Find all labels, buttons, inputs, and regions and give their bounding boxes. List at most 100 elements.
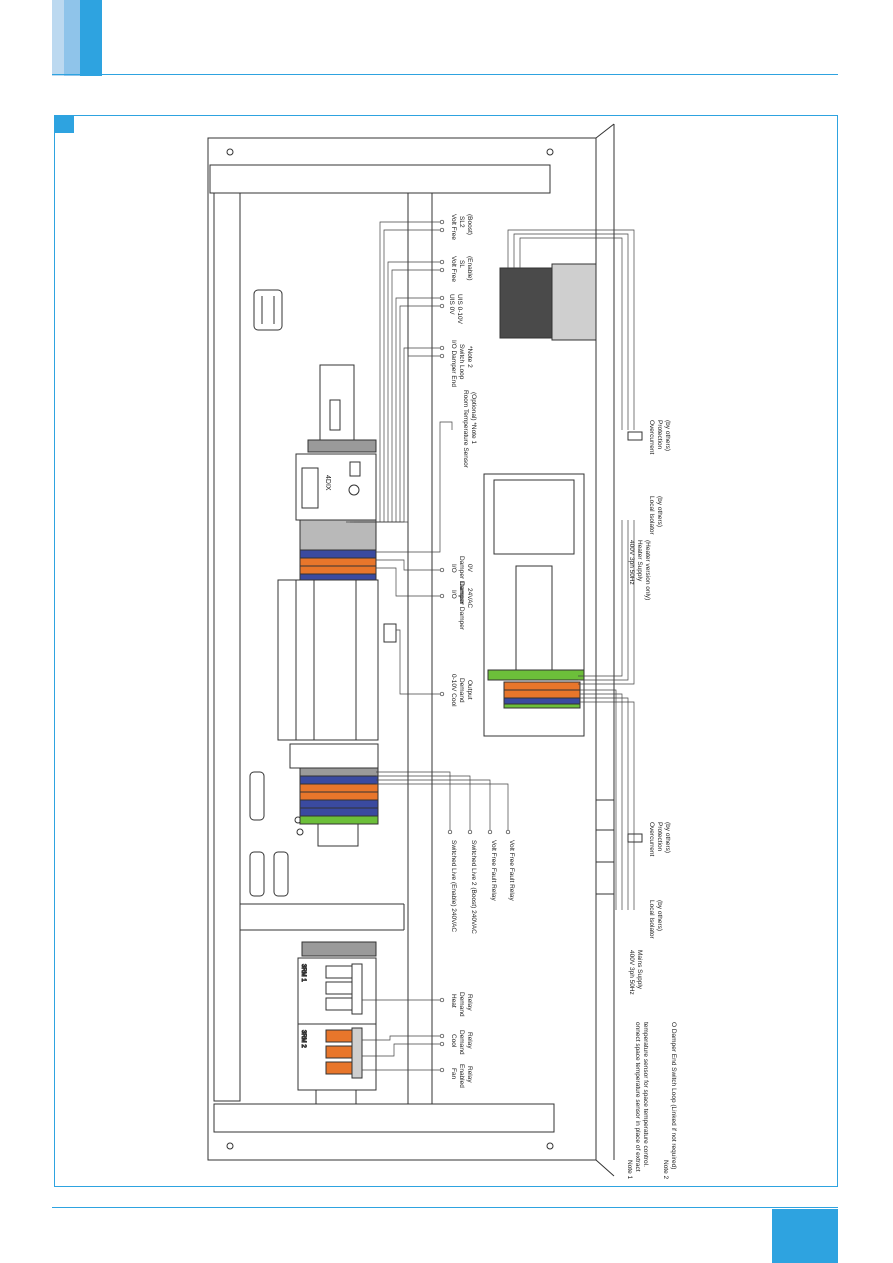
- label-room-temp-sensor: Room Temperature Sensor (Optional) *Note…: [462, 390, 477, 469]
- svg-text:0V: 0V: [466, 564, 473, 573]
- svg-text:Volt Free: Volt Free: [450, 214, 457, 240]
- svg-text:I/O Damper End: I/O Damper End: [450, 340, 457, 387]
- page-number-box: [772, 1209, 838, 1263]
- svg-text:O Damper End Switch Loop (Link: O Damper End Switch Loop (Linked if not …: [670, 1022, 677, 1169]
- label-main-overcurrent: Overcurrent Protection (by others): [648, 822, 671, 857]
- svg-text:Enabled: Enabled: [458, 1064, 465, 1088]
- wiring: [346, 221, 635, 1071]
- svg-text:I/O: I/O: [450, 564, 457, 573]
- svg-text:Damper Damper: Damper Damper: [458, 582, 465, 631]
- label-uis-0v: UIS 0V: [448, 294, 455, 315]
- controller-label: 4DIX: [324, 475, 331, 491]
- label-uis-0-10v: UIS 0-10V: [456, 294, 463, 325]
- svg-text:(Optional) *Note 1: (Optional) *Note 1: [470, 392, 477, 444]
- svg-text:0-10V Cool: 0-10V Cool: [450, 674, 457, 707]
- svg-text:Mains Supply: Mains Supply: [636, 950, 643, 990]
- svg-text:Overcurrent: Overcurrent: [648, 420, 655, 455]
- svg-text:Local Isolator: Local Isolator: [648, 496, 655, 535]
- label-volt-free-fault-1: Volt Free Fault Relay: [490, 840, 497, 901]
- terminal-markers: [439, 219, 511, 1073]
- svg-text:Room Temperature Sensor: Room Temperature Sensor: [462, 390, 469, 469]
- label-switched-live-boost: Switched Live 2 (Boost) 240VAC: [470, 840, 477, 934]
- label-damper-24vac: I/O Damper Damper 24VAC: [450, 582, 473, 631]
- power-supply-unit: [277, 579, 397, 741]
- label-fan-enabled-relay: Fan Enabled Relay: [450, 1064, 473, 1088]
- enclosure: [207, 123, 615, 1177]
- label-damper-0v: I/O Damper Damper 0V: [450, 556, 473, 605]
- label-heater-supply: 400V 3ph 50Hz Heater Supply (Heater vers…: [628, 540, 651, 600]
- diagram-frame: [54, 115, 838, 1187]
- label-volt-free-sl: Volt Free SL (Enable): [450, 256, 473, 282]
- svg-text:Volt Free: Volt Free: [450, 256, 457, 282]
- fuses: [627, 431, 643, 843]
- svg-text:(by others): (by others): [656, 496, 663, 527]
- controller-4dix: 4DIX: [295, 439, 377, 551]
- svg-text:Switch Loop: Switch Loop: [458, 344, 465, 380]
- svg-text:Protection: Protection: [656, 822, 663, 852]
- din-rail-top: [319, 364, 355, 446]
- svg-text:SL: SL: [458, 260, 465, 268]
- svg-text:onnect space temperature senso: onnect space temperature sensor in place…: [634, 1022, 641, 1172]
- svg-text:(Boost): (Boost): [466, 214, 473, 235]
- label-cool-demand-output: 0-10V Cool Demand Output: [450, 674, 473, 707]
- svg-text:temperature sensor for space t: temperature sensor for space temperature…: [642, 1022, 649, 1167]
- svg-text:Relay: Relay: [466, 1066, 473, 1083]
- svg-text:I/O: I/O: [450, 590, 457, 599]
- terminal-block-top: [299, 549, 377, 581]
- svg-text:*Note 2: *Note 2: [466, 346, 473, 368]
- label-volt-free-fault-2: Volt Free Fault Relay: [508, 840, 515, 901]
- svg-text:Output: Output: [466, 680, 473, 700]
- label-switched-live-enable: Switched Live (Enable) 240VAC: [450, 840, 457, 932]
- label-damper-end-switch: I/O Damper End Switch Loop *Note 2: [450, 340, 473, 387]
- contactor: [499, 263, 597, 341]
- svg-text:Damper Damper: Damper Damper: [458, 556, 465, 605]
- svg-text:Demand: Demand: [458, 678, 465, 703]
- relay-block: 3RM 1 3RM 2: [297, 941, 377, 1105]
- header-accent-bar-light: [52, 0, 64, 76]
- svg-text:Relay: Relay: [466, 994, 473, 1011]
- header-rule: [52, 74, 838, 75]
- label-heater-isolator: Local Isolator (by others): [648, 496, 663, 535]
- notes: Note 1 onnect space temperature sensor i…: [626, 1022, 677, 1180]
- label-volt-free-sl2: Volt Free SL2 (Boost): [450, 214, 473, 240]
- label-main-supply: 400V 3ph 50Hz Mains Supply: [628, 950, 643, 995]
- svg-text:Demand: Demand: [458, 992, 465, 1017]
- svg-text:(by others): (by others): [664, 420, 671, 451]
- svg-text:(Enable): (Enable): [466, 256, 473, 281]
- relay-1-label: 3RM 1: [300, 964, 306, 982]
- label-main-isolator: Local Isolator (by others): [648, 900, 663, 939]
- svg-text:Heat: Heat: [450, 994, 457, 1008]
- svg-text:Relay: Relay: [466, 1032, 473, 1049]
- footer-rule: [52, 1207, 838, 1208]
- svg-text:(by others): (by others): [656, 900, 663, 931]
- connector-top: [253, 289, 283, 331]
- relay-2-label: 3RM 2: [300, 1030, 306, 1048]
- svg-text:24VAC: 24VAC: [466, 588, 473, 608]
- terminal-block-mid: [299, 767, 379, 847]
- label-heat-demand-relay: Heat Demand Relay: [450, 992, 473, 1017]
- din-rail-mid: [289, 743, 379, 769]
- svg-text:400V 3ph 50Hz: 400V 3ph 50Hz: [628, 950, 635, 995]
- svg-text:400V 3ph 50Hz: 400V 3ph 50Hz: [628, 540, 635, 585]
- svg-text:Protection: Protection: [656, 420, 663, 450]
- svg-text:Note 2: Note 2: [662, 1160, 669, 1180]
- svg-text:SL2: SL2: [458, 216, 465, 228]
- svg-text:Demand: Demand: [458, 1030, 465, 1055]
- diagram-frame-tab: [54, 115, 74, 133]
- label-cool-demand-relay: Cool Demand Relay: [450, 1030, 473, 1055]
- connector-mid: [249, 771, 304, 897]
- mounting-holes: [226, 148, 554, 1150]
- svg-text:Cool: Cool: [450, 1034, 457, 1048]
- header-accent-bar-mid: [64, 0, 80, 76]
- svg-text:Heater Supply: Heater Supply: [636, 540, 643, 582]
- header-accent-bar-dark: [80, 0, 102, 76]
- svg-text:Fan: Fan: [450, 1068, 457, 1080]
- heater-panel: [483, 473, 585, 737]
- svg-text:(Heater version only): (Heater version only): [644, 540, 651, 600]
- svg-text:Note 1: Note 1: [626, 1160, 633, 1180]
- svg-text:Overcurrent: Overcurrent: [648, 822, 655, 857]
- svg-text:(by others): (by others): [664, 822, 671, 853]
- label-heater-overcurrent: Overcurrent Protection (by others): [648, 420, 671, 455]
- svg-text:Local Isolator: Local Isolator: [648, 900, 655, 939]
